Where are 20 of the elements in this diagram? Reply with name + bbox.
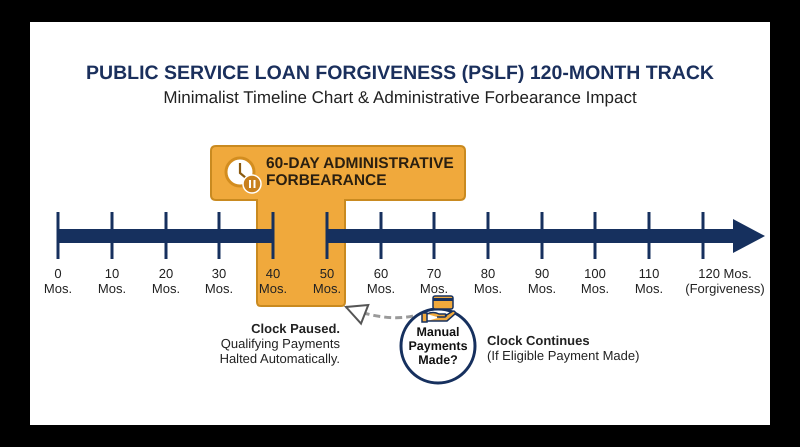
tick-label: 30 Mos. xyxy=(204,266,234,296)
tick-label: 90 Mos. xyxy=(526,266,558,296)
tick-label: 0 Mos. xyxy=(42,266,74,296)
tick-label: 120 Mos. (Forgiveness) xyxy=(684,266,766,296)
tick-label: 80 Mos. xyxy=(472,266,504,296)
status-note: Clock Continues (If Eligible Payment Made) xyxy=(487,333,640,363)
status-note: Clock Paused. Qualifying Payments Halted Automatically. xyxy=(218,321,340,366)
tick-label: 20 Mos. xyxy=(150,266,182,296)
tick-label: 100 Mos. xyxy=(580,266,610,296)
circle-label: Manual Payments Made? xyxy=(407,325,469,367)
title: PUBLIC SERVICE LOAN FORGIVENESS (PSLF) 120-MONTH TRACK xyxy=(84,62,716,85)
subtitle: Minimalist Timeline Chart & Administrative Forbearance Impact xyxy=(162,88,638,108)
tick-label: 40 Mos. xyxy=(258,266,288,296)
tick-label: 110 Mos. xyxy=(634,266,664,296)
box-title: 60-DAY ADMINISTRATIVE FORBEARANCE xyxy=(266,155,455,189)
arrow xyxy=(345,304,414,324)
tick-label: 10 Mos. xyxy=(96,266,128,296)
tick-label: 60 Mos. xyxy=(366,266,396,296)
tick-label: 70 Mos. xyxy=(418,266,450,296)
tick-label: 50 Mos. xyxy=(312,266,342,296)
